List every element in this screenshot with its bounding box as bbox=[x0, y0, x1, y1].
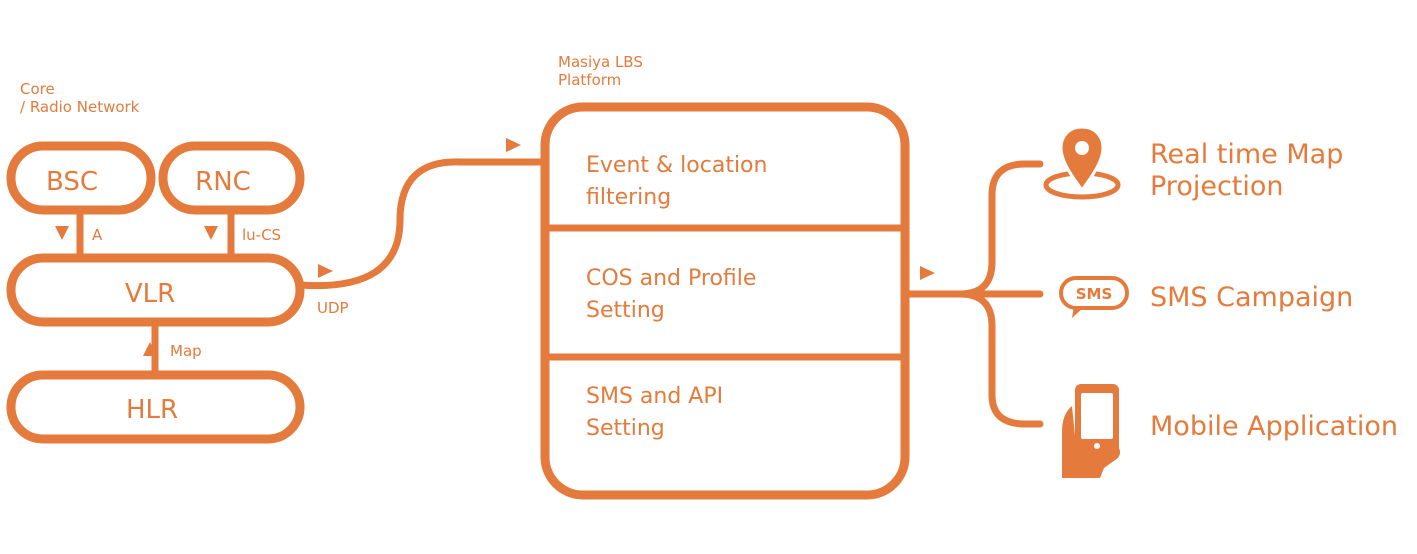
up-arrow-icon bbox=[143, 342, 157, 356]
network-title-line2: / Radio Network bbox=[20, 98, 140, 116]
right-arrow-icon bbox=[920, 266, 935, 280]
iucs-link-label: lu-CS bbox=[242, 226, 281, 244]
section-cos-profile-line1: COS and Profile bbox=[586, 266, 756, 291]
output-map-label-line1: Real time Map bbox=[1150, 139, 1343, 170]
section-event-location-line1: Event & location bbox=[586, 153, 767, 178]
down-arrow-icon bbox=[204, 226, 218, 240]
platform-box: Event & location filtering COS and Profi… bbox=[540, 102, 910, 500]
output-connector bbox=[901, 160, 1044, 428]
output-map-label-line2: Projection bbox=[1150, 171, 1284, 202]
right-arrow-icon bbox=[318, 264, 333, 278]
right-arrow-icon bbox=[506, 138, 521, 152]
bsc-label: BSC bbox=[46, 167, 98, 197]
udp-link-line bbox=[296, 158, 549, 290]
hlr-node: HLR bbox=[6, 370, 305, 444]
section-event-location-line2: filtering bbox=[586, 185, 671, 210]
vlr-label: VLR bbox=[125, 279, 175, 309]
rnc-label: RNC bbox=[195, 167, 251, 197]
platform-title-line2: Platform bbox=[558, 71, 621, 89]
sms-badge-text: SMS bbox=[1076, 285, 1113, 303]
map-pin-icon bbox=[1043, 125, 1121, 200]
network-title-line1: Core bbox=[20, 80, 55, 98]
map-link-label: Map bbox=[170, 342, 202, 360]
section-cos-profile-line2: Setting bbox=[586, 298, 665, 323]
down-arrow-icon bbox=[55, 226, 69, 240]
output-sms-label: SMS Campaign bbox=[1150, 282, 1353, 313]
udp-link-label: UDP bbox=[317, 299, 349, 317]
a-link-label: A bbox=[92, 226, 103, 244]
sms-bubble-icon: SMS bbox=[1059, 276, 1129, 318]
vlr-node: VLR bbox=[6, 253, 305, 327]
hand-phone-icon bbox=[1062, 384, 1121, 478]
section-sms-api-line2: Setting bbox=[586, 416, 665, 441]
bsc-node: BSC bbox=[6, 141, 156, 215]
output-mobile-label: Mobile Application bbox=[1150, 411, 1398, 442]
section-sms-api-line1: SMS and API bbox=[586, 384, 723, 409]
rnc-node: RNC bbox=[158, 141, 305, 215]
hlr-label: HLR bbox=[126, 395, 178, 425]
platform-title-line1: Masiya LBS bbox=[558, 53, 643, 71]
